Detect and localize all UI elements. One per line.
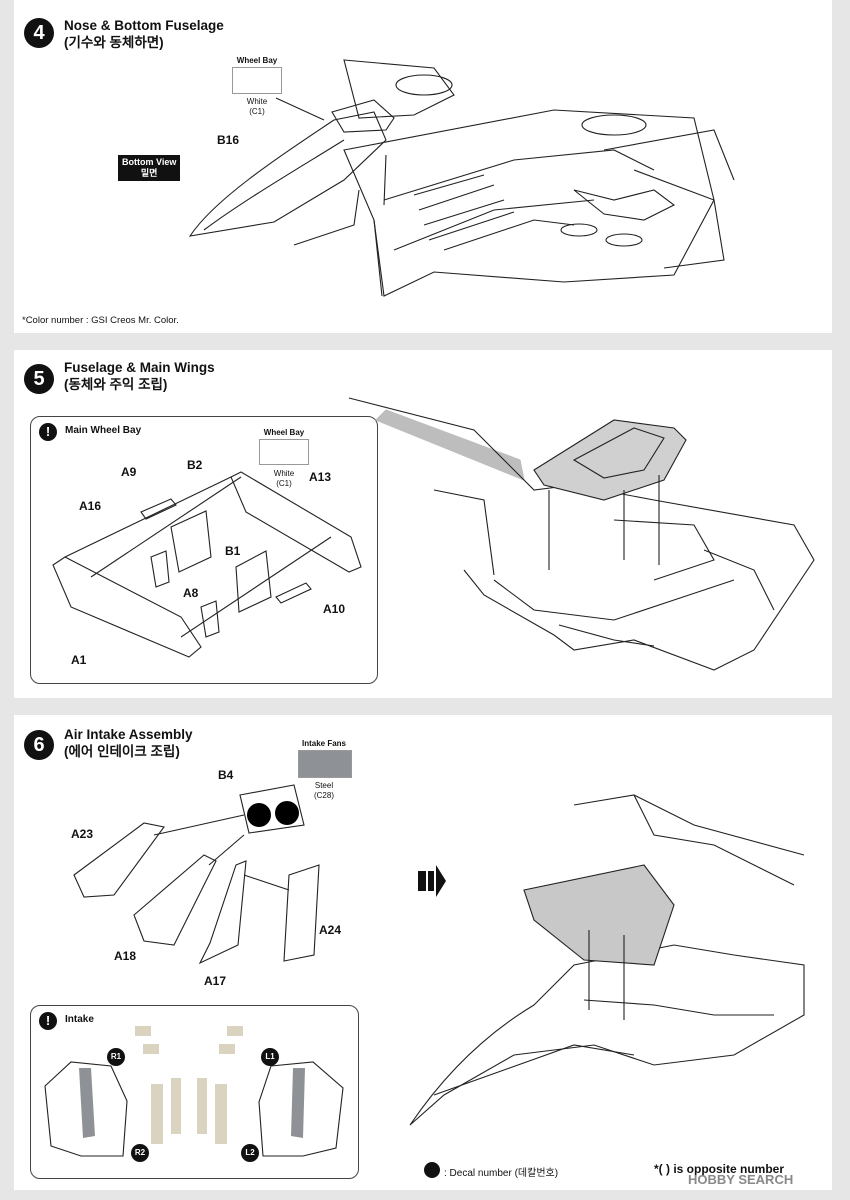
decal-marker-l2: L2 [241, 1144, 259, 1162]
part-label-a13: A13 [309, 470, 332, 484]
part-label-a8: A8 [183, 586, 199, 600]
paint-color-code: (C28) [313, 791, 334, 800]
part-label-b4: B4 [218, 768, 234, 782]
wheel-bay-exploded-drawing [52, 471, 362, 658]
decal-marker-r2: R2 [131, 1144, 149, 1162]
intake-inset: ! Intake R1 R2 L1 L2 [30, 1005, 359, 1179]
step-title: Fuselage & Main Wings [64, 360, 215, 375]
caution-icon: ! [39, 423, 57, 441]
paint-color-name: Steel [314, 781, 334, 790]
part-label-a10: A10 [323, 602, 346, 616]
step-6-panel: 6 Air Intake Assembly (에어 인테이크 조립) Intak… [14, 715, 832, 1190]
part-label-a1: A1 [71, 653, 87, 667]
paint-label: Wheel Bay [263, 428, 305, 437]
part-label-a24: A24 [319, 923, 342, 937]
paint-swatch [259, 439, 309, 465]
step-5-panel: 5 Fuselage & Main Wings (동체와 주익 조립) ! Ma… [14, 350, 832, 698]
part-label-b2: B2 [187, 458, 203, 472]
paint-color-name: White [273, 469, 295, 478]
paint-swatch [232, 67, 282, 94]
step-subtitle: (기수와 동체하면) [64, 35, 164, 50]
part-label: B16 [217, 133, 240, 147]
fuselage-bottom-drawing [188, 59, 735, 297]
part-label-a17: A17 [204, 974, 227, 988]
step-number: 6 [24, 730, 54, 760]
paint-label: Intake Fans [301, 739, 346, 748]
decal-marker-l1: L1 [261, 1048, 279, 1066]
part-label-a9: A9 [121, 465, 137, 479]
paint-color-code: (C1) [276, 479, 292, 488]
step-title: Air Intake Assembly [64, 727, 193, 742]
steel-paint-swatch [298, 750, 352, 778]
decal-marker-r1: R1 [107, 1048, 125, 1066]
paint-label: Wheel Bay [236, 56, 278, 65]
step-number: 5 [24, 364, 54, 394]
bottom-view-tag: Bottom View 밑면 [118, 155, 181, 181]
paint-color-code: (C1) [249, 107, 265, 116]
step-4-panel: 4 Nose & Bottom Fuselage (기수와 동체하면) Whee… [14, 0, 832, 333]
watermark: HOBBY SEARCH [688, 1172, 794, 1187]
step-number: 4 [24, 18, 54, 48]
main-wheel-bay-inset: ! Main Wheel Bay Wheel Bay White (C1) A9… [30, 416, 378, 684]
step-title: Nose & Bottom Fuselage [64, 18, 224, 33]
part-label-b1: B1 [225, 544, 241, 558]
step-subtitle: (에어 인테이크 조립) [64, 744, 180, 759]
caution-icon: ! [39, 1012, 57, 1030]
part-label-a18: A18 [114, 949, 137, 963]
inset-title: Main Wheel Bay [65, 425, 142, 436]
part-label-a23: A23 [71, 827, 94, 841]
fuselage-wing-drawing [348, 397, 815, 671]
decal-number-dot-icon [424, 1162, 440, 1178]
decal-number-note: : Decal number (데칼번호) [444, 1168, 559, 1179]
paint-color-name: White [246, 97, 268, 106]
step-subtitle: (동체와 주익 조립) [64, 377, 168, 392]
part-label-a16: A16 [79, 499, 102, 513]
opposite-number-note: *( ) is opposite number [654, 1162, 785, 1176]
inset-title: Intake [65, 1014, 94, 1025]
color-number-note: *Color number : GSI Creos Mr. Color. [22, 315, 179, 326]
intake-decal-drawing [44, 1026, 344, 1157]
intake-assembly-drawing [73, 784, 805, 1126]
